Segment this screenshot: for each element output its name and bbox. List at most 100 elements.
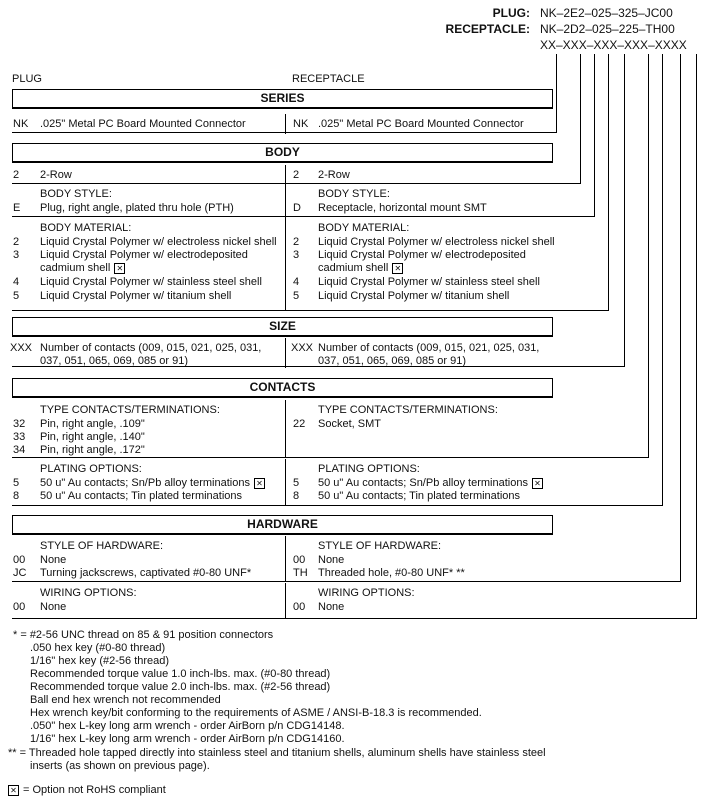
series-plug-code: NK xyxy=(13,118,29,130)
material-plug-text2: cadmium shell xyxy=(40,262,111,274)
material-rec-text: Liquid Crystal Polymer w/ stainless stee… xyxy=(318,276,540,288)
material-rec-text: Liquid Crystal Polymer w/ electrodeposit… xyxy=(318,249,526,261)
not-rohs-icon: ✕ xyxy=(114,262,126,274)
material-plug-text: Liquid Crystal Polymer w/ electrodeposit… xyxy=(40,249,248,261)
material-rec-code: 2 xyxy=(293,236,300,248)
not-rohs-icon: ✕ xyxy=(392,262,404,274)
contact-type-plug-text: Pin, right angle, .140" xyxy=(40,431,145,443)
note-star-line: 1/16" hex key (#2-56 thread) xyxy=(30,655,170,667)
plating-rec-code: 5 xyxy=(293,477,300,489)
note-dstar-line2: inserts (as shown on previous page). xyxy=(30,760,210,772)
wiring-rec-text: None xyxy=(318,601,345,613)
leader-type xyxy=(648,54,649,457)
contact-type-plug-code: 32 xyxy=(13,418,26,430)
wiring-plug-text: None xyxy=(40,601,67,613)
hardware-plug-code: JC xyxy=(13,567,27,579)
hardware-rec-text: Threaded hole, #0-80 UNF* ** xyxy=(318,567,465,579)
material-plug-text: cadmium shell✕ xyxy=(40,262,126,274)
leader-wiring xyxy=(696,54,697,618)
size-rec-line1: Number of contacts (009, 015, 021, 025, … xyxy=(318,342,540,354)
note-rohs: ✕ = Option not RoHS compliant xyxy=(8,784,166,796)
wiring-heading-plug: WIRING OPTIONS: xyxy=(40,587,137,599)
body-rows-rec-code: 2 xyxy=(293,169,300,181)
series-rec-text: .025" Metal PC Board Mounted Connector xyxy=(318,118,524,130)
note-star-line: .050 hex key (#0-80 thread) xyxy=(30,642,166,654)
hardware-header: HARDWARE xyxy=(12,515,553,535)
body-style-rec-code: D xyxy=(293,202,301,214)
body-material-heading-rec: BODY MATERIAL: xyxy=(318,222,410,234)
material-rec-code: 5 xyxy=(293,290,300,302)
contact-type-rec-text: Socket, SMT xyxy=(318,418,381,430)
contact-type-heading-plug: TYPE CONTACTS/TERMINATIONS: xyxy=(40,404,220,416)
contact-type-plug-code: 33 xyxy=(13,431,26,443)
note-star-line: Hex wrench key/bit conforming to the req… xyxy=(30,707,482,719)
hardware-style-heading-plug: STYLE OF HARDWARE: xyxy=(40,540,164,552)
plating-plug-text: 50 u" Au contacts; Tin plated terminatio… xyxy=(40,490,243,502)
note-star-line: .050" hex L-key long arm wrench - order … xyxy=(30,720,345,732)
not-rohs-icon: ✕ xyxy=(253,477,265,489)
body-style-heading-plug: BODY STYLE: xyxy=(40,188,112,200)
body-rows-plug-text: 2-Row xyxy=(40,169,72,181)
body-rows-rec-text: 2-Row xyxy=(318,169,350,181)
hardware-rec-code: 00 xyxy=(293,554,306,566)
wiring-heading-rec: WIRING OPTIONS: xyxy=(318,587,415,599)
note-star-line: 1/16" hex L-key long arm wrench - order … xyxy=(30,733,345,745)
series-header: SERIES xyxy=(12,89,553,109)
hardware-plug-code: 00 xyxy=(13,554,26,566)
body-style-heading-rec: BODY STYLE: xyxy=(318,188,390,200)
contact-type-heading-rec: TYPE CONTACTS/TERMINATIONS: xyxy=(318,404,498,416)
material-rec-text: Liquid Crystal Polymer w/ titanium shell xyxy=(318,290,510,302)
material-plug-code: 3 xyxy=(13,249,20,261)
material-plug-text: Liquid Crystal Polymer w/ titanium shell xyxy=(40,290,232,302)
size-rec-code: XXX xyxy=(291,342,314,354)
plating-heading-plug: PLATING OPTIONS: xyxy=(40,463,142,475)
material-rec-text: Liquid Crystal Polymer w/ electroless ni… xyxy=(318,236,555,248)
leader-series-h xyxy=(553,132,557,133)
body-material-heading-plug: BODY MATERIAL: xyxy=(40,222,132,234)
size-rec-line2: 037, 051, 065, 069, 085 or 91) xyxy=(318,355,467,367)
size-plug-line2: 037, 051, 065, 069, 085 or 91) xyxy=(40,355,189,367)
leader-style xyxy=(594,54,595,216)
not-rohs-icon: ✕ xyxy=(531,477,543,489)
plug-part-number: NK–2E2–025–325–JC00 xyxy=(540,6,673,20)
leader-series xyxy=(556,54,557,132)
contact-type-plug-text: Pin, right angle, .172" xyxy=(40,444,145,456)
receptacle-pn-label: RECEPTACLE: xyxy=(445,22,530,36)
note-star-line: Recommended torque value 2.0 inch-lbs. m… xyxy=(30,681,331,693)
note-rohs-text: = Option not RoHS compliant xyxy=(23,784,166,796)
contact-type-plug-code: 34 xyxy=(13,444,26,456)
plating-plug-text: 50 u" Au contacts; Sn/Pb alloy terminati… xyxy=(40,477,265,489)
leader-hardware xyxy=(680,54,681,581)
plating-rec-text: 50 u" Au contacts; Sn/Pb alloy terminati… xyxy=(318,477,543,489)
material-plug-code: 2 xyxy=(13,236,20,248)
contact-type-rec-code: 22 xyxy=(293,418,306,430)
leader-rows-h xyxy=(553,183,581,184)
material-plug-code: 5 xyxy=(13,290,20,302)
note-star-line: Ball end hex wrench not recommended xyxy=(30,694,221,706)
material-rec-code: 4 xyxy=(293,276,300,288)
size-plug-code: XXX xyxy=(10,342,33,354)
contacts-header: CONTACTS xyxy=(12,378,553,398)
body-style-rec-text: Receptacle, horizontal mount SMT xyxy=(318,202,487,214)
not-rohs-icon: ✕ xyxy=(8,784,19,796)
body-style-plug-code: E xyxy=(13,202,21,214)
note-dstar-line1: ** = Threaded hole tapped directly into … xyxy=(8,747,546,759)
contact-type-plug-text: Pin, right angle, .109" xyxy=(40,418,145,430)
plating-plug-code: 8 xyxy=(13,490,20,502)
plug-pn-label: PLUG: xyxy=(492,6,530,20)
plating-plug-code: 5 xyxy=(13,477,20,489)
material-plug-text: Liquid Crystal Polymer w/ electroless ni… xyxy=(40,236,277,248)
material-rec-text2: cadmium shell xyxy=(318,262,389,274)
body-style-plug-text: Plug, right angle, plated thru hole (PTH… xyxy=(40,202,234,214)
body-header: BODY xyxy=(12,143,553,163)
note-star-lead: * = #2-56 UNC thread on 85 & 91 position… xyxy=(13,629,274,641)
wiring-rec-code: 00 xyxy=(293,601,306,613)
hardware-rec-code: TH xyxy=(293,567,308,579)
plating-rec-text: 50 u" Au contacts; Tin plated terminatio… xyxy=(318,490,521,502)
size-header: SIZE xyxy=(12,317,553,337)
hardware-plug-text: Turning jackscrews, captivated #0-80 UNF… xyxy=(40,567,252,579)
body-rows-plug-code: 2 xyxy=(13,169,20,181)
plating-heading-rec: PLATING OPTIONS: xyxy=(318,463,420,475)
material-plug-text: Liquid Crystal Polymer w/ stainless stee… xyxy=(40,276,262,288)
hardware-rec-text: None xyxy=(318,554,345,566)
